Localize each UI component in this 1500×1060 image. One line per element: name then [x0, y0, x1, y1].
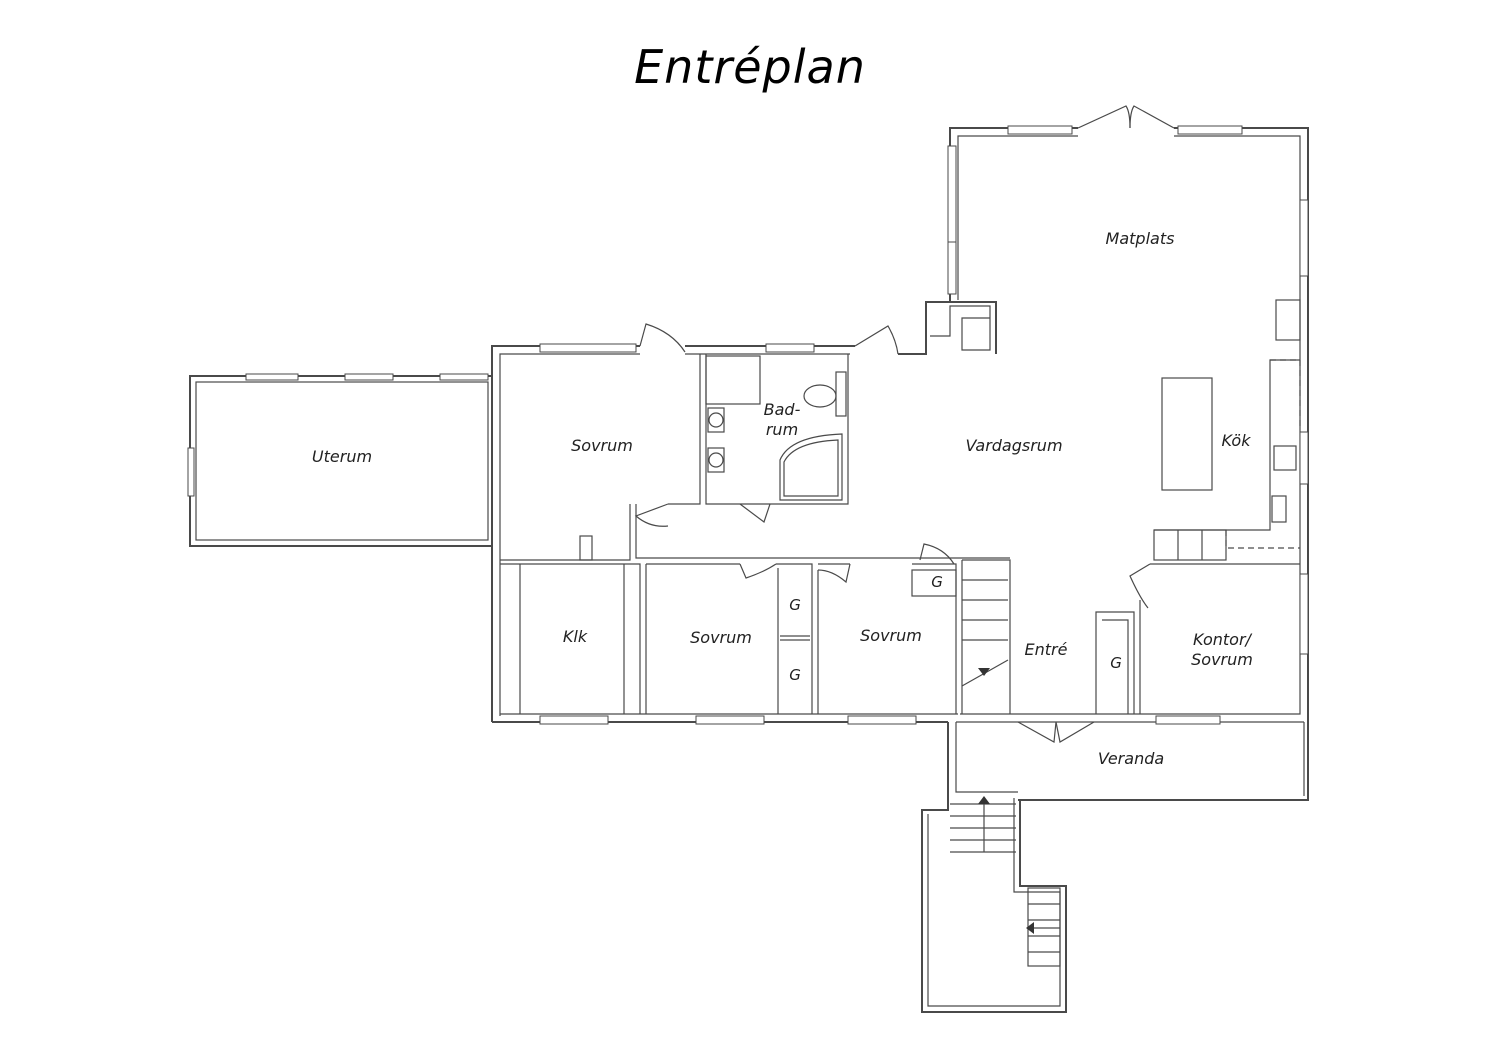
room-label-line: Kök — [1222, 431, 1252, 450]
room-label-line: Sovrum — [860, 626, 922, 645]
kitchen-island — [1161, 377, 1213, 491]
room-label-line: Entré — [1025, 640, 1068, 659]
page-title: Entréplan — [634, 40, 866, 94]
room-label-garderob-1: G — [789, 596, 801, 614]
room-label-garderob-4: G — [1110, 654, 1122, 672]
room-label-line: rum — [766, 420, 798, 439]
room-label-sovrum-nw: Sovrum — [571, 436, 633, 455]
room-label-line: Klk — [563, 627, 588, 646]
room-label-line: G — [931, 573, 943, 591]
room-label-line: Kontor/ — [1193, 630, 1252, 649]
room-label-line: Sovrum — [571, 436, 633, 455]
room-label-entre: Entré — [1025, 640, 1068, 659]
room-label-badrum: Bad-rum — [764, 400, 801, 439]
room-label-line: Sovrum — [690, 628, 752, 647]
room-label-line: Uterum — [312, 447, 372, 466]
windows — [187, 125, 1309, 725]
room-label-kontor: Kontor/Sovrum — [1191, 630, 1253, 669]
room-label-garderob-3: G — [931, 573, 943, 591]
room-label-line: Sovrum — [1191, 650, 1253, 669]
room-label-line: Matplats — [1106, 229, 1175, 248]
room-label-line: G — [1110, 654, 1122, 672]
west-wall — [491, 345, 640, 722]
room-label-sovrum-s2: Sovrum — [860, 626, 922, 645]
room-label-garderob-2: G — [789, 666, 801, 684]
room-label-klk: Klk — [563, 627, 588, 646]
room-label-line: Bad- — [764, 400, 801, 419]
walls — [187, 105, 1309, 1013]
room-label-line: Veranda — [1098, 749, 1164, 768]
room-label-line: G — [789, 666, 801, 684]
room-label-line: Vardagsrum — [965, 436, 1062, 455]
room-labels: UterumSovrumBad-rumVardagsrumMatplatsKök… — [312, 229, 1253, 768]
room-label-kok: Kök — [1222, 431, 1252, 450]
door-swings — [634, 105, 1301, 743]
room-label-veranda: Veranda — [1098, 749, 1164, 768]
room-label-matplats: Matplats — [1106, 229, 1175, 248]
veranda-stairs — [950, 800, 1061, 967]
room-label-sovrum-s1: Sovrum — [690, 628, 752, 647]
room-label-uterum: Uterum — [312, 447, 372, 466]
room-label-vardagsrum: Vardagsrum — [965, 436, 1062, 455]
room-label-line: G — [789, 596, 801, 614]
